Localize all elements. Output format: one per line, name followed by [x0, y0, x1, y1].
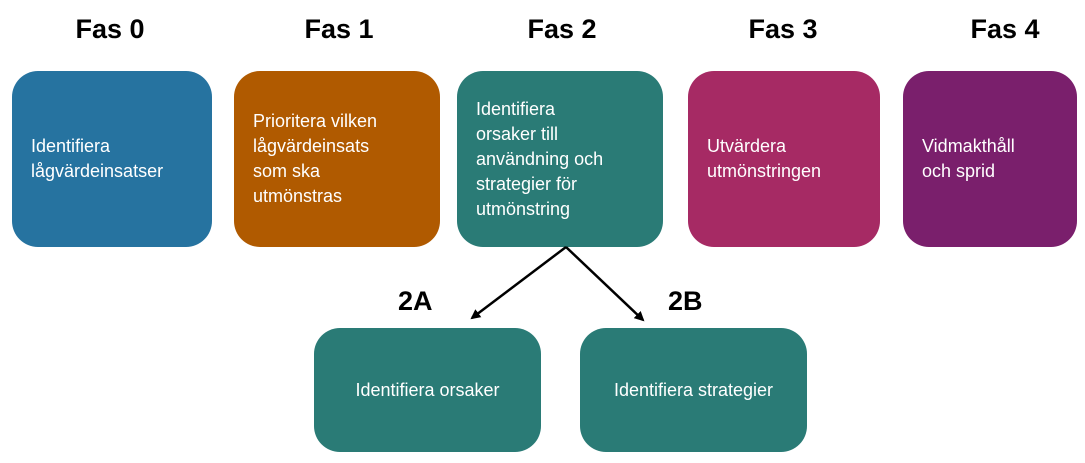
arrow-to-2b — [565, 246, 645, 322]
subphase-2a-heading: 2A — [398, 286, 433, 316]
phase-0-text: Identifiera lågvärdeinsatser — [31, 136, 164, 181]
phase-4-text: Vidmakthåll och sprid — [922, 136, 1015, 181]
phase-4-box: Vidmakthåll och sprid — [903, 71, 1077, 247]
phase-0-heading: Fas 0 — [75, 14, 145, 44]
subphase-2a-box: Identifiera orsaker — [314, 328, 541, 452]
phase-3-box: Utvärdera utmönstringen — [688, 71, 880, 247]
phase-4-heading: Fas 4 — [970, 14, 1040, 44]
arrow-to-2a — [470, 246, 567, 320]
phase-2-heading: Fas 2 — [527, 14, 597, 44]
phase-2-box: Identifiera orsaker till användning och … — [457, 71, 663, 247]
subphase-2b-text: Identifiera strategier — [613, 379, 774, 400]
subphase-2b-heading: 2B — [668, 286, 703, 316]
phase-3-heading: Fas 3 — [748, 14, 818, 44]
subphase-2b-box: Identifiera strategier — [580, 328, 807, 452]
phase-1-box: Prioritera vilken lågvärdeinsats som ska… — [234, 71, 440, 247]
phase-1-text: Prioritera vilken lågvärdeinsats som ska… — [253, 111, 378, 206]
phase-3-text: Utvärdera utmönstringen — [707, 136, 822, 181]
phase-2-text: Identifiera orsaker till användning och … — [476, 98, 604, 219]
phase-0-box: Identifiera lågvärdeinsatser — [12, 71, 212, 247]
subphase-2a-text: Identifiera orsaker — [355, 379, 500, 400]
phase-1-heading: Fas 1 — [304, 14, 374, 44]
